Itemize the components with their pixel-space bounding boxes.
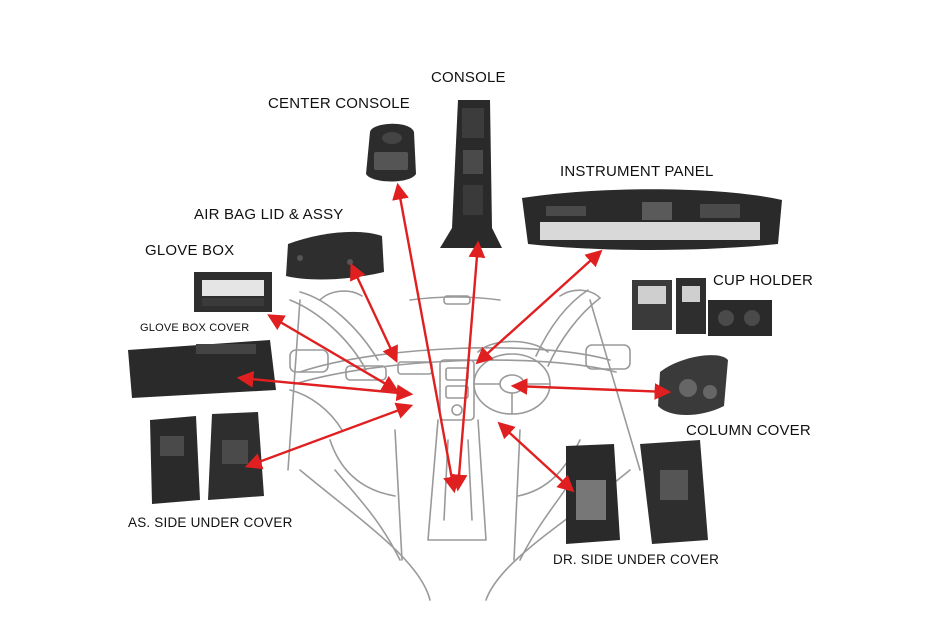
label-as-side-under-cover: AS. SIDE UNDER COVER <box>128 515 293 530</box>
arrow-center-console <box>392 182 460 494</box>
label-instrument-panel: INSTRUMENT PANEL <box>560 163 714 180</box>
label-glove-box-cover: GLOVE BOX COVER <box>140 322 250 334</box>
arrow-console <box>450 240 486 492</box>
arrow-instrument-panel <box>475 249 603 365</box>
arrow-glove-box-cover <box>236 370 414 402</box>
instrument-panel-part <box>522 189 782 250</box>
dr-side-under-cover-part <box>566 440 708 544</box>
label-column-cover: COLUMN COVER <box>686 422 811 439</box>
center-console-part <box>366 123 416 182</box>
console-part <box>440 100 502 248</box>
red-arrows <box>236 182 672 494</box>
glove-box-part <box>194 272 272 312</box>
label-cup-holder: CUP HOLDER <box>713 272 814 289</box>
arrow-as-side <box>244 402 414 470</box>
label-glove-box: GLOVE BOX <box>145 242 235 259</box>
label-air-bag-lid: AIR BAG LID & ASSY <box>194 206 344 223</box>
arrow-column-cover <box>510 378 672 400</box>
label-center-console: CENTER CONSOLE <box>268 95 410 112</box>
column-cover-part <box>658 355 728 415</box>
arrow-air-bag <box>350 262 398 364</box>
air-bag-lid-part <box>286 231 384 280</box>
arrow-dr-side <box>497 421 575 493</box>
cup-holder-part <box>632 278 772 336</box>
glove-box-cover-part <box>128 340 276 398</box>
as-side-under-cover-part <box>150 412 264 504</box>
label-console: CONSOLE <box>431 69 506 86</box>
label-dr-side-under-cover: DR. SIDE UNDER COVER <box>553 552 720 567</box>
